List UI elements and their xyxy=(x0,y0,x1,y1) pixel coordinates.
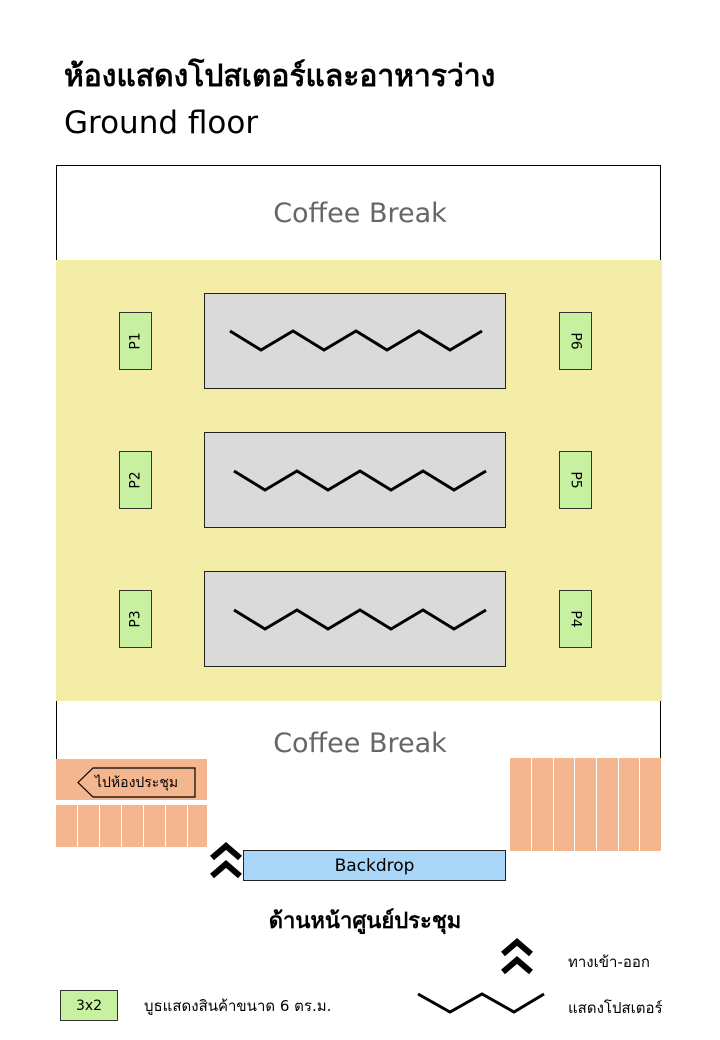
legend-booth-box: 3x2 xyxy=(60,990,118,1021)
entrance-icon xyxy=(210,842,242,879)
booth-label: P6 xyxy=(567,332,584,350)
booth-p3: P3 xyxy=(119,590,152,648)
poster-board-1 xyxy=(204,293,506,389)
booth-label: P2 xyxy=(127,471,144,489)
seat xyxy=(166,805,188,847)
booth-p2: P2 xyxy=(119,451,152,509)
seat xyxy=(575,758,597,851)
seat xyxy=(597,758,619,851)
page-title-thai: ห้องแสดงโปสเตอร์และอาหารว่าง xyxy=(64,59,496,94)
seat xyxy=(122,805,144,847)
to-meeting-room-sign: ไปห้องประชุม xyxy=(77,767,196,798)
legend-entrance-label: ทางเข้า-ออก xyxy=(568,953,650,971)
arrow-left-sign-icon xyxy=(77,767,196,798)
booth-label: P4 xyxy=(567,610,584,628)
entrance-icon xyxy=(501,938,533,975)
booth-label: P5 xyxy=(567,471,584,489)
poster-zigzag-icon xyxy=(233,469,487,492)
poster-zigzag-icon xyxy=(417,992,545,1014)
to-meeting-room-label: ไปห้องประชุม xyxy=(95,775,179,791)
booth-p1: P1 xyxy=(119,312,152,370)
seat xyxy=(510,758,532,851)
coffee-break-top-label: Coffee Break xyxy=(273,198,447,229)
backdrop: Backdrop xyxy=(243,850,506,881)
poster-board-3 xyxy=(204,571,506,667)
seat xyxy=(640,758,662,851)
seat xyxy=(532,758,554,851)
seat xyxy=(56,805,78,847)
seat xyxy=(144,805,166,847)
booth-p5: P5 xyxy=(559,451,592,509)
seat xyxy=(554,758,575,851)
page-title-english: Ground floor xyxy=(64,105,259,141)
seat xyxy=(188,805,208,847)
front-of-center-label: ด้านหน้าศูนย์ประชุม xyxy=(268,909,462,934)
booth-p6: P6 xyxy=(559,312,592,370)
coffee-break-bottom-label: Coffee Break xyxy=(273,728,447,759)
booth-label: P1 xyxy=(127,332,144,350)
poster-zigzag-icon xyxy=(229,329,483,352)
poster-board-2 xyxy=(204,432,506,528)
seat xyxy=(78,805,100,847)
booth-p4: P4 xyxy=(559,590,592,648)
booth-label: P3 xyxy=(127,610,144,628)
legend-poster-label: แสดงโปสเตอร์ xyxy=(568,999,663,1017)
seat xyxy=(100,805,122,847)
poster-zigzag-icon xyxy=(233,608,487,631)
seat xyxy=(619,758,640,851)
legend-booth-label: บูธแสดงสินค้าขนาด 6 ตร.ม. xyxy=(144,997,332,1015)
